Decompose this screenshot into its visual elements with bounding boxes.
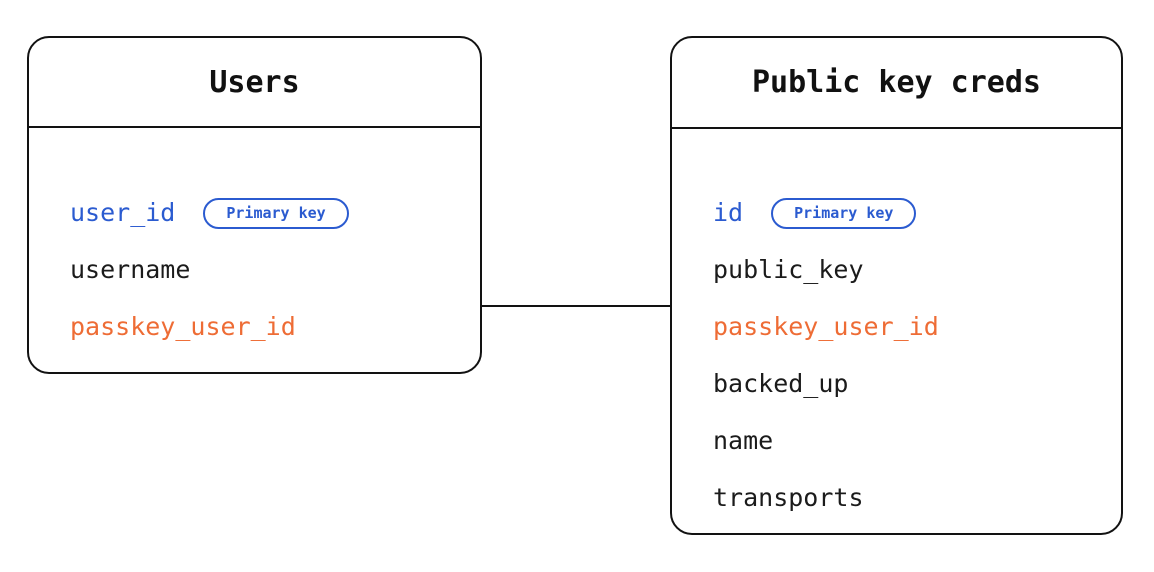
field-row-transports[interactable]: transports: [672, 481, 864, 515]
field-row-user-id[interactable]: user_id Primary key: [29, 196, 349, 230]
relationship-connector-passkey-user-id: [482, 305, 670, 307]
field-name-user-id: user_id: [70, 198, 176, 227]
entity-users-title: Users: [209, 65, 300, 100]
field-row-username[interactable]: username: [29, 253, 190, 287]
field-name-username: username: [70, 255, 191, 284]
primary-key-badge-user-id: Primary key: [203, 197, 349, 229]
field-name-public-key: public_key: [713, 255, 864, 284]
entity-public-key-creds[interactable]: Public key creds id Primary key public_k…: [670, 36, 1123, 535]
entity-users-field-list: user_id Primary key username passkey_use…: [29, 38, 480, 372]
entity-public-key-creds-field-list: id Primary key public_key passkey_user_i…: [672, 38, 1121, 533]
field-row-id[interactable]: id Primary key: [672, 196, 917, 230]
field-row-passkey-user-id[interactable]: passkey_user_id: [29, 310, 296, 344]
field-row-name[interactable]: name: [672, 424, 773, 458]
primary-key-badge-id: Primary key: [771, 197, 917, 229]
entity-users[interactable]: Users user_id Primary key username passk…: [27, 36, 482, 374]
entity-public-key-creds-header-divider: [672, 127, 1121, 129]
entity-users-header-divider: [29, 126, 480, 128]
field-name-passkey-user-id: passkey_user_id: [70, 312, 296, 341]
field-name-name: name: [713, 426, 774, 455]
field-name-transports: transports: [713, 483, 864, 512]
entity-public-key-creds-title: Public key creds: [752, 65, 1041, 100]
field-name-creds-passkey-user-id: passkey_user_id: [713, 312, 939, 341]
field-name-id: id: [713, 198, 744, 227]
field-row-creds-passkey-user-id[interactable]: passkey_user_id: [672, 310, 939, 344]
field-row-public-key[interactable]: public_key: [672, 253, 864, 287]
field-row-backed-up[interactable]: backed_up: [672, 367, 848, 401]
field-name-backed-up: backed_up: [713, 369, 849, 398]
